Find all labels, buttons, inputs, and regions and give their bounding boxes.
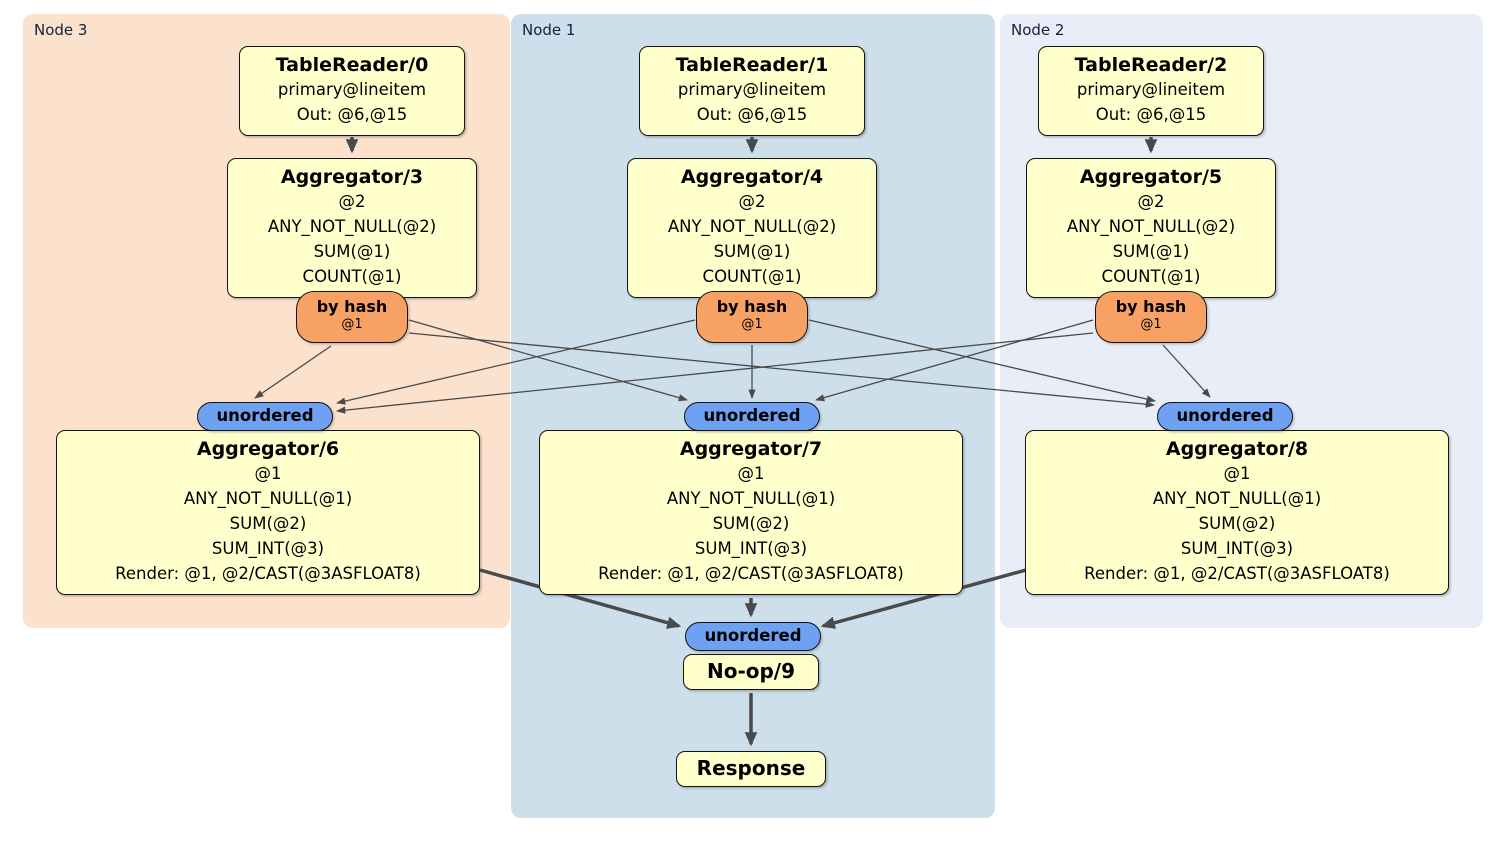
router-label: by hash [1115, 297, 1187, 316]
edge-router5-to-unordered-left [335, 332, 1094, 414]
router-detail: @1 [1140, 317, 1162, 332]
edge-agg6-to-merge [479, 568, 682, 629]
node-3-label: Node 3 [34, 21, 88, 39]
processor-detail: @2 [738, 192, 766, 211]
processor-detail: @1 [1223, 464, 1251, 483]
processor-detail: SUM(@2) [1198, 514, 1276, 533]
processor-detail: @1 [254, 464, 282, 483]
processor-title: TableReader/2 [1074, 54, 1228, 76]
processor-detail: Out: @6,@15 [696, 105, 808, 124]
processor-detail: ANY_NOT_NULL(@1) [666, 489, 836, 508]
edge-router3-to-unordered-left [254, 345, 332, 399]
processor-title: Aggregator/3 [280, 166, 424, 188]
processor-detail: ANY_NOT_NULL(@1) [183, 489, 353, 508]
unordered-sync-mid: unordered [684, 402, 820, 431]
processor-title: Aggregator/6 [196, 438, 340, 460]
processor-detail: Render: @1, @2/CAST(@3ASFLOAT8) [115, 564, 421, 583]
processor-detail: SUM_INT(@3) [211, 539, 325, 558]
edge-agg8-to-merge [820, 568, 1027, 629]
processor-tablereader-1: TableReader/1 primary@lineitem Out: @6,@… [639, 46, 865, 136]
processor-detail: @1 [737, 464, 765, 483]
processor-detail: Render: @1, @2/CAST(@3ASFLOAT8) [1084, 564, 1390, 583]
processor-detail: @2 [1137, 192, 1165, 211]
processor-title: Aggregator/5 [1079, 166, 1223, 188]
stream-label: unordered [704, 626, 802, 645]
edge-router5-to-unordered-right [1162, 344, 1211, 398]
processor-title: TableReader/1 [675, 54, 829, 76]
processor-detail: COUNT(@1) [702, 267, 802, 286]
processor-detail: SUM_INT(@3) [1180, 539, 1294, 558]
processor-detail: @2 [338, 192, 366, 211]
processor-detail: SUM(@2) [229, 514, 307, 533]
router-label: by hash [716, 297, 788, 316]
processor-title: Aggregator/8 [1165, 438, 1309, 460]
edge-router3-to-unordered-right [408, 332, 1156, 408]
edge-router3-to-unordered-mid [408, 319, 688, 402]
processor-title: Aggregator/7 [679, 438, 823, 460]
router-label: by hash [316, 297, 388, 316]
processor-aggregator-4: Aggregator/4 @2 ANY_NOT_NULL(@2) SUM(@1)… [627, 158, 877, 298]
stream-label: unordered [703, 406, 801, 425]
router-detail: @1 [741, 317, 763, 332]
processor-aggregator-8: Aggregator/8 @1 ANY_NOT_NULL(@1) SUM(@2)… [1025, 430, 1449, 595]
processor-detail: SUM(@1) [713, 242, 791, 261]
processor-detail: ANY_NOT_NULL(@2) [667, 217, 837, 236]
router-detail: @1 [341, 317, 363, 332]
unordered-sync-left: unordered [197, 402, 333, 431]
edge-router5-to-unordered-mid [815, 319, 1094, 402]
processor-detail: Out: @6,@15 [296, 105, 408, 124]
processor-title: Aggregator/4 [680, 166, 824, 188]
processor-detail: SUM(@2) [712, 514, 790, 533]
stream-label: unordered [216, 406, 314, 425]
processor-detail: COUNT(@1) [1101, 267, 1201, 286]
processor-aggregator-5: Aggregator/5 @2 ANY_NOT_NULL(@2) SUM(@1)… [1026, 158, 1276, 298]
edge-router4-to-unordered-right [808, 319, 1157, 403]
processor-aggregator-7: Aggregator/7 @1 ANY_NOT_NULL(@1) SUM(@2)… [539, 430, 963, 595]
processor-detail: Out: @6,@15 [1095, 105, 1207, 124]
stream-label: unordered [1176, 406, 1274, 425]
processor-detail: SUM(@1) [313, 242, 391, 261]
processor-aggregator-3: Aggregator/3 @2 ANY_NOT_NULL(@2) SUM(@1)… [227, 158, 477, 298]
processor-aggregator-6: Aggregator/6 @1 ANY_NOT_NULL(@1) SUM(@2)… [56, 430, 480, 595]
processor-detail: SUM(@1) [1112, 242, 1190, 261]
hash-router-3: by hash @1 [296, 291, 408, 343]
processor-detail: ANY_NOT_NULL(@2) [1066, 217, 1236, 236]
processor-title: TableReader/0 [275, 54, 429, 76]
processor-tablereader-2: TableReader/2 primary@lineitem Out: @6,@… [1038, 46, 1264, 136]
processor-detail: SUM_INT(@3) [694, 539, 808, 558]
processor-detail: ANY_NOT_NULL(@2) [267, 217, 437, 236]
edge-router4-to-unordered-left [335, 319, 696, 405]
response-title: Response [696, 756, 806, 780]
processor-title: No-op/9 [706, 659, 796, 683]
processor-detail: ANY_NOT_NULL(@1) [1152, 489, 1322, 508]
node-1-label: Node 1 [522, 21, 576, 39]
processor-tablereader-0: TableReader/0 primary@lineitem Out: @6,@… [239, 46, 465, 136]
processor-detail: COUNT(@1) [302, 267, 402, 286]
processor-detail: primary@lineitem [1076, 80, 1226, 99]
unordered-sync-right: unordered [1157, 402, 1293, 431]
processor-detail: primary@lineitem [277, 80, 427, 99]
processor-detail: primary@lineitem [677, 80, 827, 99]
node-2-label: Node 2 [1011, 21, 1065, 39]
hash-router-5: by hash @1 [1095, 291, 1207, 343]
hash-router-4: by hash @1 [696, 291, 808, 343]
unordered-merge-final: unordered [685, 622, 821, 651]
response-node: Response [676, 751, 826, 787]
processor-detail: Render: @1, @2/CAST(@3ASFLOAT8) [598, 564, 904, 583]
processor-noop-9: No-op/9 [683, 654, 819, 690]
